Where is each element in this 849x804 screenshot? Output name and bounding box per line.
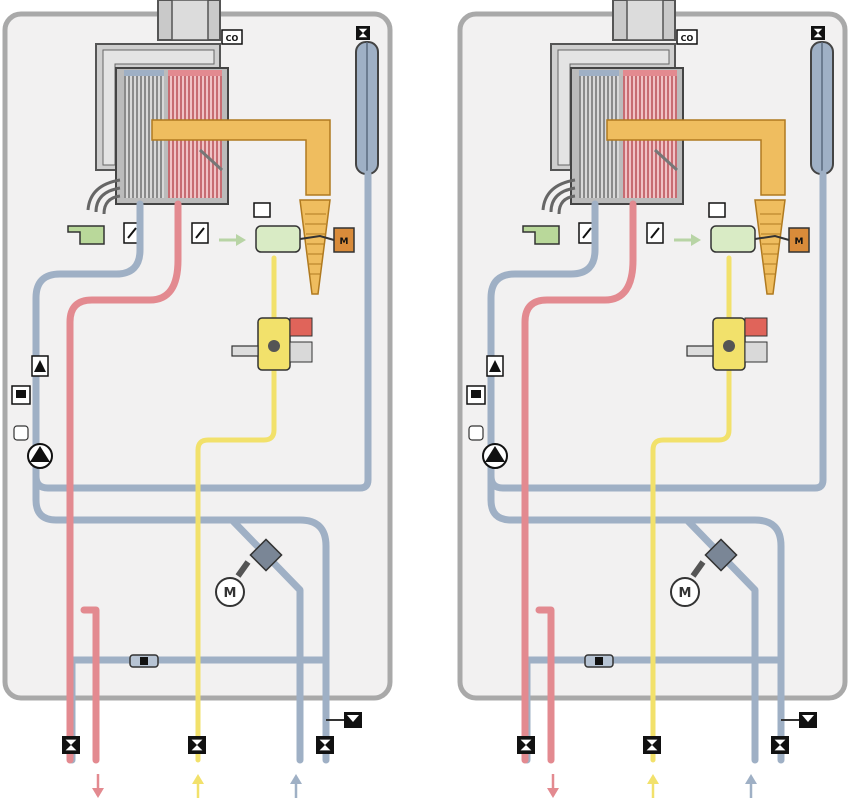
boiler-panel-left bbox=[5, 0, 390, 798]
boiler-panel-right bbox=[460, 0, 845, 798]
